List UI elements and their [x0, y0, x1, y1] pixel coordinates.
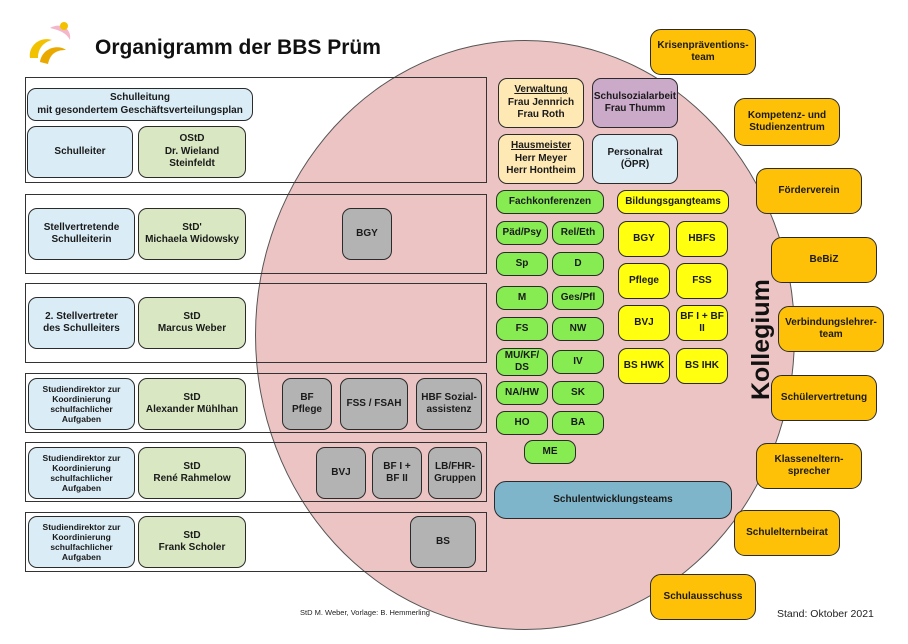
row4-extra-bf-pflege: BF Pflege [282, 378, 332, 430]
bildung-item: Pflege [618, 263, 670, 299]
hausmeister-title: Hausmeister [510, 140, 572, 152]
footer-credit: StD M. Weber, Vorlage: B. Hemmerling [300, 608, 430, 617]
fach-item: MU/KF/ DS [496, 348, 548, 376]
row-frame-1 [25, 77, 487, 183]
row4-extra-hbf: HBF Sozial- assistenz [416, 378, 482, 430]
hausmeister-names: Herr Meyer Herr Hontheim [506, 152, 576, 177]
personalrat-box: Personalrat (ÖPR) [592, 134, 678, 184]
schulsozialarbeit-box: Schulsozialarbeit Frau Thumm [592, 78, 678, 128]
school-logo-icon [29, 22, 71, 64]
outer-foerderverein: Förderverein [756, 168, 862, 214]
fach-item: ME [524, 440, 576, 464]
row6-extra-bs: BS [410, 516, 476, 568]
fach-item: D [552, 252, 604, 276]
outer-krisenpraevention: Krisenpräventions- team [650, 29, 756, 75]
fach-item: NA/HW [496, 381, 548, 405]
fach-item: HO [496, 411, 548, 435]
bildung-item: BGY [618, 221, 670, 257]
fach-item: Rel/Eth [552, 221, 604, 245]
verwaltung-box: Verwaltung Frau Jennrich Frau Roth [498, 78, 584, 128]
bildung-item: BVJ [618, 305, 670, 341]
fach-item: Ges/Pfl [552, 286, 604, 310]
bildung-item: BF I + BF II [676, 305, 728, 341]
stellvertreter2-role: 2. Stellvertreter des Schulleiters [28, 297, 135, 349]
row-frame-6 [25, 512, 487, 572]
stellvertreterin-person: StD' Michaela Widowsky [138, 208, 246, 260]
bildung-item: HBFS [676, 221, 728, 257]
row-frame-2 [25, 194, 487, 274]
row4-role: Studiendirektor zur Koordinierung schulf… [28, 378, 135, 430]
outer-kompetenzzentrum: Kompetenz- und Studienzentrum [734, 98, 840, 146]
fach-item: FS [496, 317, 548, 341]
page-title: Organigramm der BBS Prüm [95, 36, 381, 59]
outer-bebiz: BeBiZ [771, 237, 877, 283]
row4-person: StD Alexander Mühlhan [138, 378, 246, 430]
fach-item: BA [552, 411, 604, 435]
outer-schuelervertretung: Schülervertretung [771, 375, 877, 421]
row6-person: StD Frank Scholer [138, 516, 246, 568]
bildung-item: BS HWK [618, 348, 670, 384]
bildung-item: BS IHK [676, 348, 728, 384]
fach-item: IV [552, 350, 604, 374]
fach-item: SK [552, 381, 604, 405]
row5-extra-bvj: BVJ [316, 447, 366, 499]
row5-extra-bf: BF I + BF II [372, 447, 422, 499]
row5-extra-lb-fhr: LB/FHR- Gruppen [428, 447, 482, 499]
row5-role: Studiendirektor zur Koordinierung schulf… [28, 447, 135, 499]
footer-stand: Stand: Oktober 2021 [777, 608, 874, 620]
row-frame-3 [25, 283, 487, 363]
fach-item: M [496, 286, 548, 310]
row4-extra-fss-fsah: FSS / FSAH [340, 378, 408, 430]
stellvertreter2-person: StD Marcus Weber [138, 297, 246, 349]
outer-schulelternbeirat: Schulelternbeirat [734, 510, 840, 556]
row-frame-5 [25, 442, 487, 502]
bildungsgangteams-header: Bildungsgangteams [617, 190, 729, 214]
outer-schulausschuss: Schulausschuss [650, 574, 756, 620]
fach-item: NW [552, 317, 604, 341]
outer-klasseneltern: Klasseneltern- sprecher [756, 443, 862, 489]
bildung-item: FSS [676, 263, 728, 299]
row5-person: StD René Rahmelow [138, 447, 246, 499]
verwaltung-names: Frau Jennrich Frau Roth [507, 96, 575, 121]
verwaltung-title: Verwaltung [514, 84, 568, 96]
stellvertreterin-role: Stellvertretende Schulleiterin [28, 208, 135, 260]
row-frame-4 [25, 373, 487, 433]
fachkonferenzen-header: Fachkonferenzen [496, 190, 604, 214]
schulentwicklungsteams-box: Schulentwicklungsteams [494, 481, 732, 519]
outer-verbindungslehrer: Verbindungslehrer- team [778, 306, 884, 352]
fach-item: Sp [496, 252, 548, 276]
row6-role: Studiendirektor zur Koordinierung schulf… [28, 516, 135, 568]
row2-extra-bgy: BGY [342, 208, 392, 260]
schulleitung-header: Schulleitung mit gesondertem Geschäftsve… [27, 88, 253, 121]
hausmeister-box: Hausmeister Herr Meyer Herr Hontheim [498, 134, 584, 184]
fach-item: Päd/Psy [496, 221, 548, 245]
schulleiter-person: OStD Dr. Wieland Steinfeldt [138, 126, 246, 178]
schulleiter-role: Schulleiter [27, 126, 133, 178]
